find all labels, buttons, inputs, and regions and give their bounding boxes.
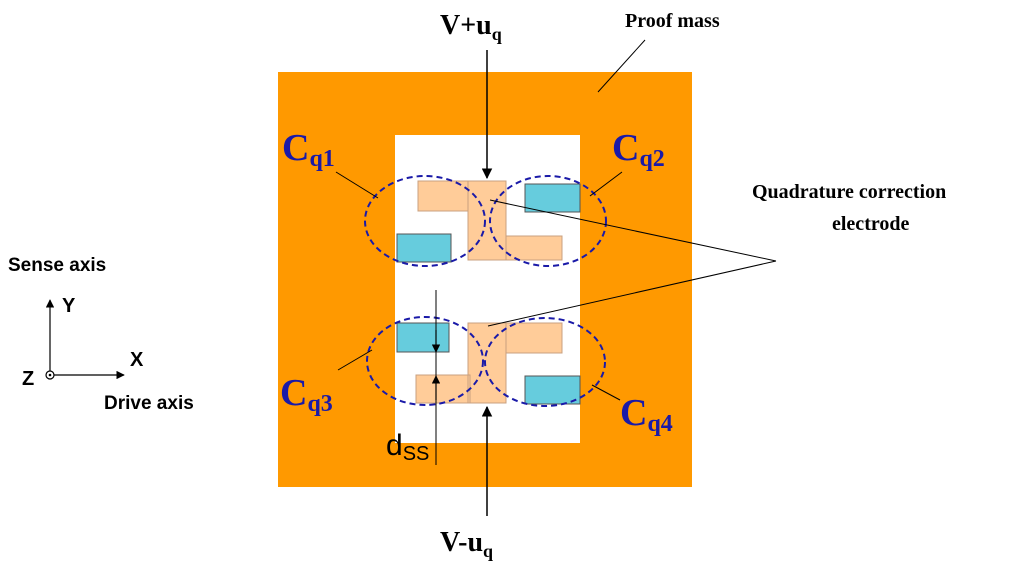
drive-axis-label: Drive axis [104,393,194,414]
x-axis-label: X [130,349,144,371]
proof-mass-label: Proof mass [625,10,720,32]
cq4-label: Cq4 [620,392,673,437]
cq3-circle [366,316,484,406]
quadrature-label-line1: Quadrature correction [752,181,946,203]
stator-block-2 [524,183,581,213]
stator-block-4 [524,375,581,405]
z-axis-label: Z [22,368,34,390]
cq1-label: Cq1 [282,127,335,172]
cq2-circle [489,175,607,267]
cq1-circle [364,175,486,267]
dss-label: dSS [386,429,429,465]
v-minus-label: V-uq [440,527,493,561]
stator-block-1 [396,233,452,263]
stator-block-3 [396,322,450,353]
sense-axis-label: Sense axis [8,255,106,276]
quadrature-label-line2: electrode [832,213,909,235]
cq4-circle [484,317,606,407]
cq3-label: Cq3 [280,372,333,417]
v-plus-label: V+uq [440,10,502,44]
cq2-label: Cq2 [612,127,665,172]
y-axis-label: Y [62,295,76,317]
